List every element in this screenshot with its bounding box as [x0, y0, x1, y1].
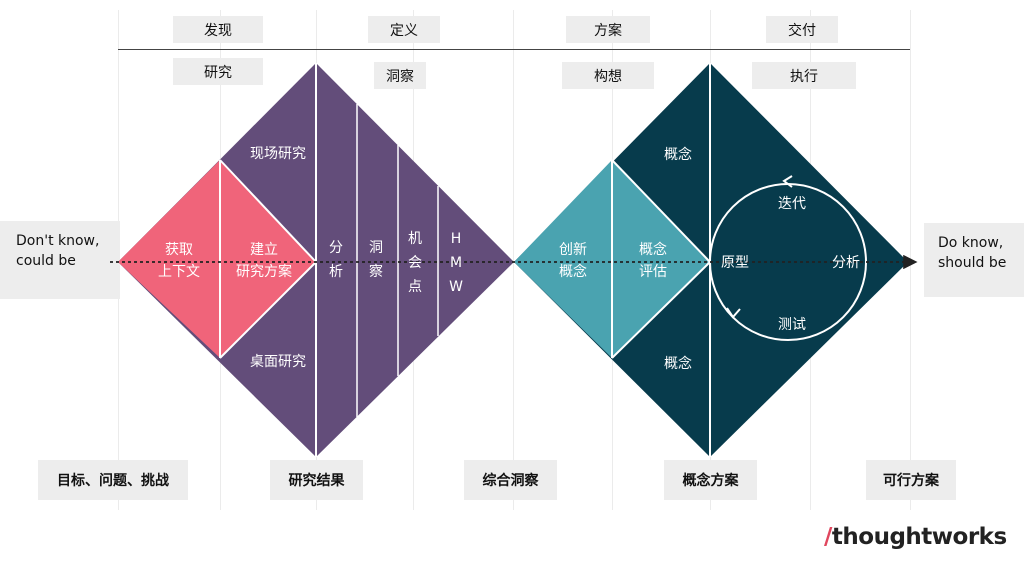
column-label: 会 — [408, 255, 422, 271]
pink-left-label: 获取 — [165, 242, 193, 258]
guide-line — [513, 10, 514, 510]
phase-label-define: 定义 — [368, 16, 440, 43]
column-label: W — [449, 279, 463, 295]
subphase-label-research: 研究 — [173, 58, 263, 85]
teal-right-label: 概念 — [639, 241, 667, 258]
upper-concept-label: 概念 — [664, 146, 692, 163]
column-label: 析 — [329, 264, 343, 280]
end-label: Do know, should be — [924, 223, 1024, 297]
output-label-research-results: 研究结果 — [270, 460, 363, 500]
phase-label-deliver: 交付 — [766, 16, 838, 43]
output-label-synthesized-insights: 综合洞察 — [464, 460, 557, 500]
column-label: M — [450, 255, 462, 271]
left-diamond-inner-edge — [219, 159, 317, 263]
right-diamond-inner-edge — [611, 261, 711, 359]
right-diamond-inner-edge — [611, 159, 711, 263]
cycle-arrow-icon — [726, 307, 741, 319]
column-label: 察 — [369, 263, 383, 280]
column-label: 点 — [408, 279, 422, 295]
pink-left-label: 上下文 — [158, 264, 200, 280]
cycle-prototype-label: 原型 — [721, 255, 749, 271]
teal-right-label: 评估 — [639, 264, 667, 280]
cycle-iterate-label: 迭代 — [778, 196, 806, 212]
output-label-concept-solutions: 概念方案 — [664, 460, 757, 500]
teal-left-label: 概念 — [559, 263, 587, 280]
cycle-analyze-label: 分析 — [832, 255, 860, 271]
teal-left-label: 创新 — [559, 242, 587, 258]
cycle-arrow-icon — [782, 175, 793, 188]
upper-research-label: 现场研究 — [250, 146, 306, 162]
phase-divider — [118, 49, 910, 50]
pink-right-label: 研究方案 — [236, 263, 292, 280]
start-label: Don't know, could be — [0, 221, 120, 299]
thoughtworks-logo: /thoughtworks — [824, 524, 1007, 550]
cycle-test-label: 测试 — [778, 317, 806, 333]
column-label: 分 — [329, 240, 343, 256]
subphase-label-insight: 洞察 — [374, 62, 426, 89]
lower-research-label: 桌面研究 — [250, 354, 306, 370]
output-label-goals: 目标、问题、挑战 — [38, 460, 188, 500]
phase-label-discover: 发现 — [173, 16, 263, 43]
pink-right-label: 建立 — [250, 242, 278, 258]
column-label: H — [451, 231, 462, 247]
subphase-label-execute: 执行 — [752, 62, 856, 89]
left-diamond-inner-edge — [219, 261, 317, 359]
output-label-feasible-solutions: 可行方案 — [866, 460, 956, 500]
column-label: 洞 — [369, 240, 383, 256]
lower-concept-label: 概念 — [664, 355, 692, 372]
phase-label-solution: 方案 — [566, 16, 650, 43]
column-label: 机 — [408, 231, 422, 247]
subphase-label-ideate: 构想 — [562, 62, 654, 89]
